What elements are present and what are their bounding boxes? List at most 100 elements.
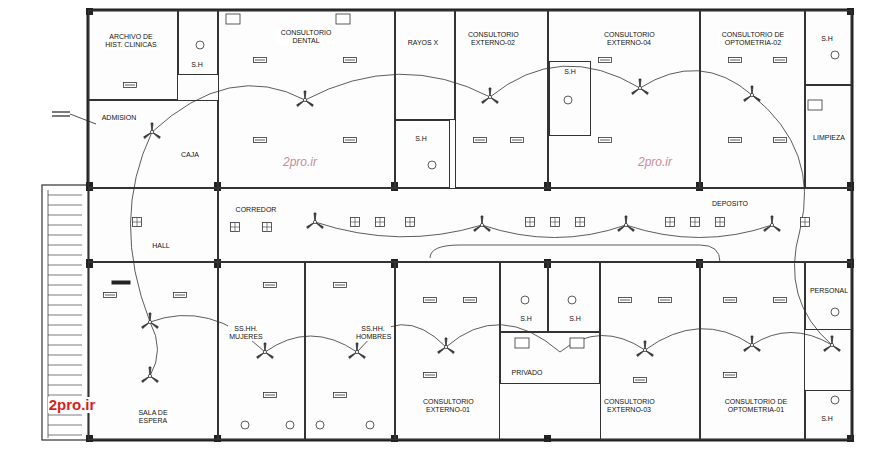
lamp	[634, 378, 647, 383]
room-box: S.H	[805, 10, 852, 85]
lamp	[424, 298, 437, 303]
sink	[570, 338, 584, 348]
room-box: CONSULTORIO EXTERNO-03	[600, 262, 700, 440]
wire	[265, 336, 357, 352]
room-name: PERSONAL	[809, 287, 849, 295]
room-box: PERSONAL	[805, 262, 852, 330]
fan	[632, 79, 649, 95]
toilet	[831, 51, 839, 59]
room-box: ARCHIVO DE HIST. CLINICAS	[88, 10, 178, 100]
lamp	[774, 298, 787, 303]
room-box: CONSULTORIO EXTERNO-02	[455, 10, 548, 188]
light-fixtures	[104, 58, 787, 398]
room-box: PRIVADO	[500, 332, 600, 384]
lamp	[599, 58, 612, 63]
sink	[336, 14, 350, 24]
fan	[482, 88, 499, 104]
room-name: CONSULTORIO DE OPTOMETRIA-01	[721, 398, 791, 414]
room-box: SS.HH. MUJERES	[218, 262, 305, 440]
room-name: CONSULTORIO EXTERNO-03	[603, 398, 655, 414]
room-box: S.H	[805, 390, 852, 440]
board-mark	[52, 111, 70, 112]
fan	[142, 367, 159, 383]
wire	[640, 71, 752, 95]
panel-board	[112, 281, 130, 284]
room-name: CONSULTORIO DE OPTOMETRIA-02	[718, 31, 788, 47]
room-box: S.H	[500, 262, 548, 332]
wire	[752, 333, 832, 346]
room-name: S.H	[820, 415, 834, 423]
room-box: CONSULTORIO EXTERNO-01	[395, 262, 500, 440]
lamp	[104, 293, 117, 298]
sink	[808, 100, 822, 110]
lamp	[254, 58, 267, 63]
room-name: HALL	[151, 242, 171, 250]
column	[847, 182, 854, 191]
wire	[130, 132, 152, 322]
sink	[515, 338, 529, 348]
column	[847, 259, 854, 268]
board-mark	[52, 115, 70, 116]
room-name: ARCHIVO DE HIST. CLINICAS	[102, 33, 160, 49]
fixture	[376, 218, 385, 227]
fan	[257, 343, 274, 359]
sanitary-fixtures	[196, 14, 839, 429]
lamp	[511, 138, 524, 143]
toilet	[366, 421, 374, 429]
fan	[824, 336, 841, 352]
fan	[637, 341, 654, 357]
toilet	[428, 161, 436, 169]
leader	[70, 114, 96, 124]
lamp	[729, 58, 742, 63]
lamp	[659, 298, 672, 303]
columns	[86, 8, 854, 442]
wire	[315, 222, 482, 237]
room-box: S.H	[395, 120, 450, 188]
room-box: SALA DE ESPERA	[88, 262, 218, 440]
toilet	[286, 421, 294, 429]
lamp	[264, 393, 277, 398]
fan	[744, 336, 761, 352]
fan	[764, 216, 781, 232]
fixture	[801, 218, 810, 227]
panel-marks	[52, 112, 130, 284]
fixture	[351, 218, 360, 227]
room-name: CONSULTORIO EXTERNO-02	[467, 31, 519, 47]
room-name: SALA DE ESPERA	[135, 409, 171, 425]
toilet	[568, 296, 576, 304]
room-box: ADMISION	[88, 100, 218, 188]
room-box: S.H	[548, 262, 600, 332]
column	[847, 435, 854, 442]
room-box: S.H	[178, 10, 218, 75]
lamp	[599, 138, 612, 143]
wire	[752, 95, 832, 345]
room-box: LIMPIEZA	[805, 85, 852, 188]
watermark-logo: 2pro.ir	[48, 397, 97, 413]
fixture	[231, 223, 240, 232]
lamp	[774, 58, 787, 63]
wire	[430, 245, 720, 262]
room-label: DEPOSITO	[711, 200, 749, 208]
lamp	[124, 83, 137, 88]
lamp	[254, 138, 267, 143]
room-name: CONSULTORIO EXTERNO-04	[603, 31, 655, 47]
fan	[349, 343, 366, 359]
room-name: S.H	[519, 315, 533, 323]
toilet	[831, 308, 839, 316]
room-name: S.H	[190, 61, 204, 69]
wire	[560, 335, 645, 352]
room-name: SS.HH. HOMBRES	[355, 325, 391, 341]
toilet	[196, 41, 204, 49]
lamp	[774, 138, 787, 143]
corridor-fixtures	[133, 218, 810, 232]
lamp	[264, 283, 277, 288]
toilet	[241, 421, 249, 429]
fixture	[576, 218, 585, 227]
toilet	[316, 421, 324, 429]
wire	[305, 74, 490, 100]
lamp	[344, 138, 357, 143]
lamp	[724, 373, 737, 378]
lamp	[344, 58, 357, 63]
room-name: S.H	[563, 68, 577, 76]
room-name: LIMPIEZA	[812, 134, 846, 142]
